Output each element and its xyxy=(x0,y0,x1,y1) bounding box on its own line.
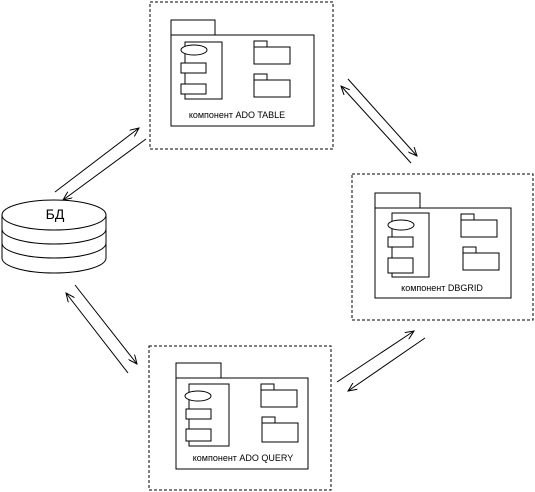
package-tab xyxy=(170,19,216,36)
arrow xyxy=(341,86,412,164)
database-label: БД xyxy=(46,206,65,222)
package-tab xyxy=(374,192,421,209)
uml-component-icon xyxy=(180,41,223,100)
component-boundary xyxy=(149,1,334,150)
arrow xyxy=(347,78,417,156)
package-icon xyxy=(460,213,498,238)
component-label: компонент DBGRID xyxy=(401,283,483,293)
component-dbgrid: компонент DBGRID xyxy=(351,173,534,321)
package-icon xyxy=(253,40,291,65)
package-tab xyxy=(175,362,222,379)
connector-dbgrid-ado-query xyxy=(336,331,426,391)
connector-ado-table-dbgrid xyxy=(341,78,417,164)
component-label: компонент ADO QUERY xyxy=(193,453,294,463)
package-icon xyxy=(260,383,298,408)
package-icon xyxy=(462,246,500,271)
arrow xyxy=(74,284,137,364)
arrow xyxy=(336,331,414,383)
arrow xyxy=(348,337,426,391)
database: БД xyxy=(1,199,107,274)
connector-db-ado-query xyxy=(66,284,137,374)
component-boundary xyxy=(148,345,332,491)
connector-db-ado-table xyxy=(54,128,147,200)
component-label: компонент ADO TABLE xyxy=(189,110,285,120)
component-ado-query: компонент ADO QUERY xyxy=(148,345,332,491)
component-boundary xyxy=(351,173,534,321)
uml-component-icon xyxy=(184,383,230,447)
uml-component-icon xyxy=(387,212,430,278)
arrow xyxy=(54,128,139,193)
component-ado-table: компонент ADO TABLE xyxy=(149,1,334,150)
arrow xyxy=(63,138,147,200)
package-icon xyxy=(253,73,291,98)
database-cylinder-icon xyxy=(1,199,107,274)
arrow xyxy=(66,293,129,374)
package-icon xyxy=(261,416,299,443)
